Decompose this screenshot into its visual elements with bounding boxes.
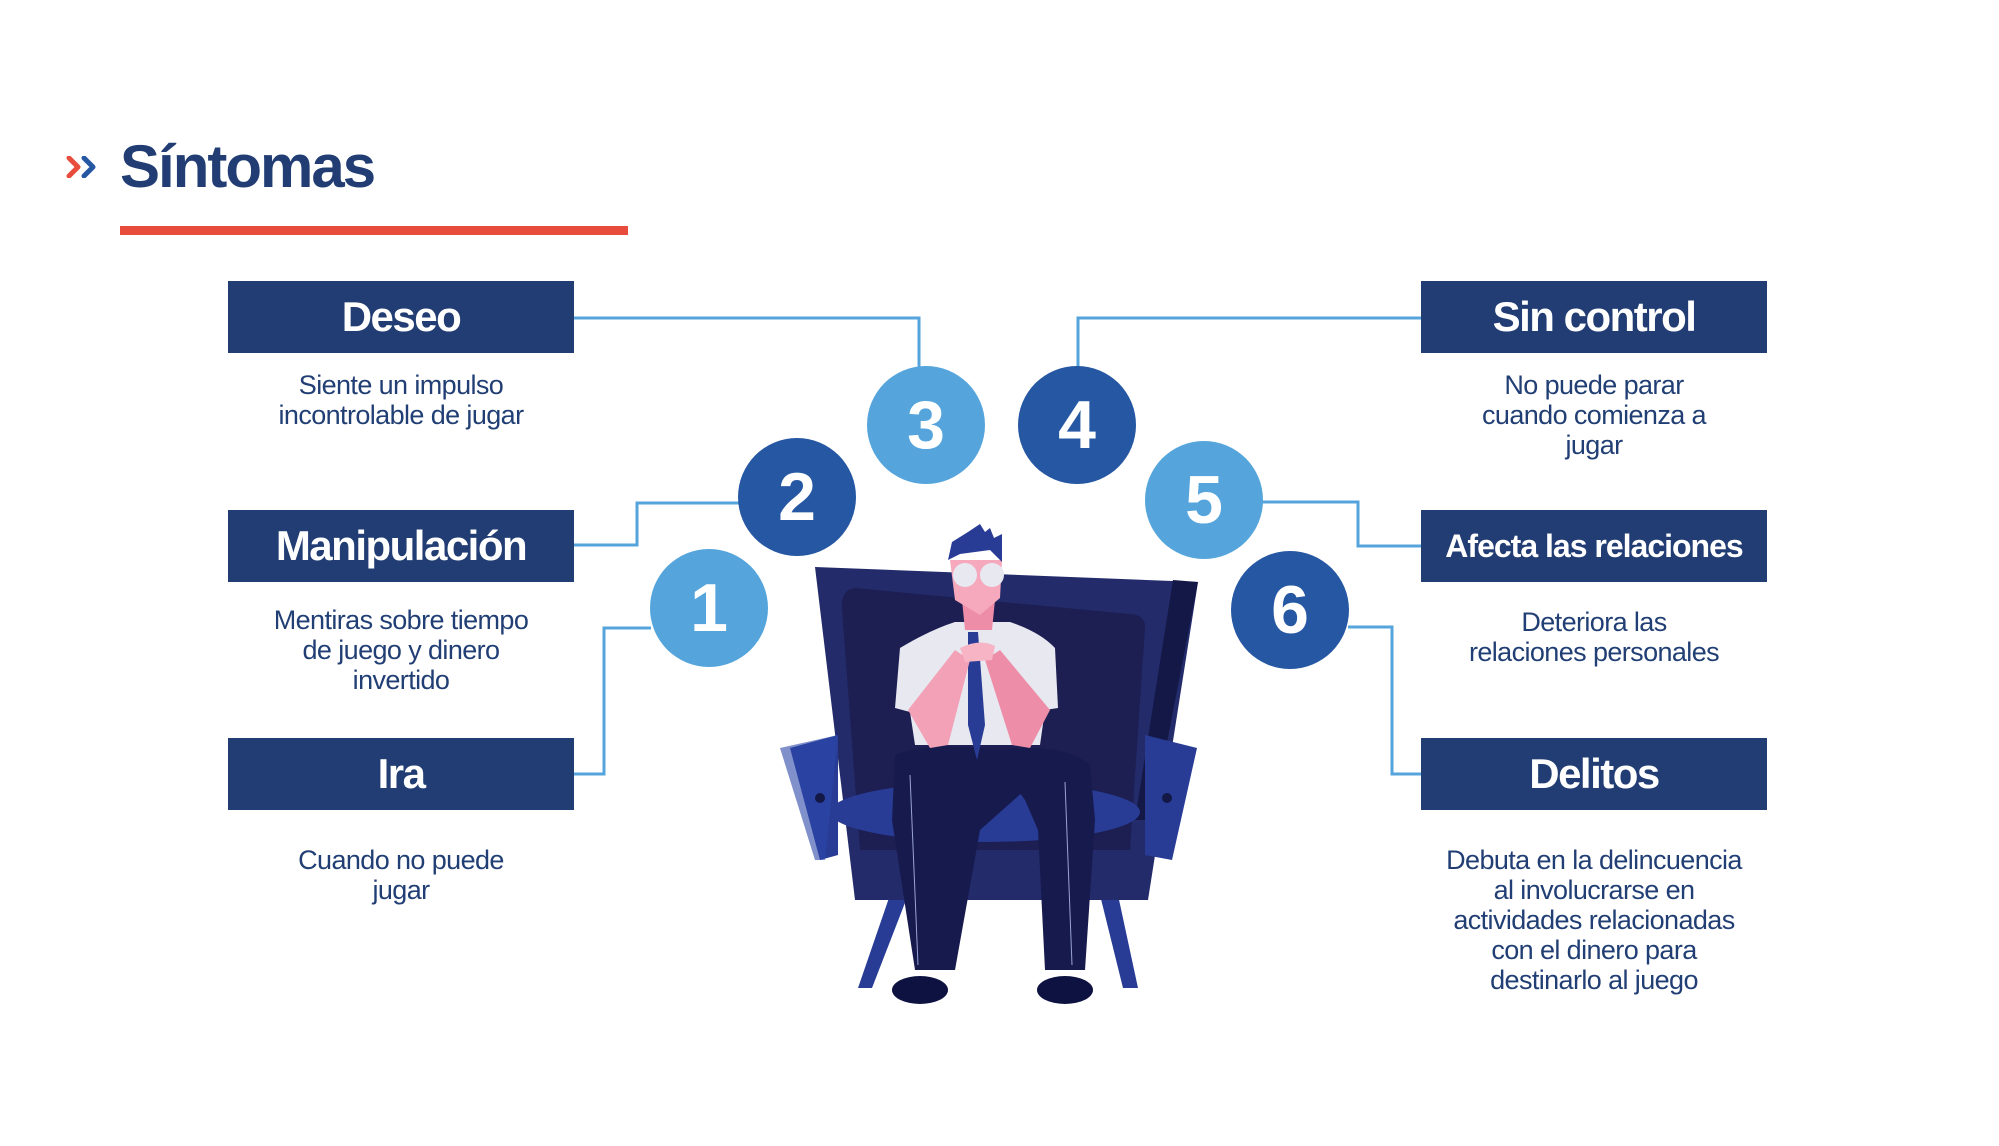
description-line: invertido	[352, 665, 450, 695]
description-line: Mentiras sobre tiempo	[273, 605, 529, 635]
description-line: relaciones personales	[1468, 637, 1720, 667]
symptom-description-afecta-relaciones: Deteriora las relaciones personales	[1421, 607, 1767, 667]
description-line: destinarlo al juego	[1490, 965, 1698, 995]
description-line: al involucrarse en	[1493, 875, 1695, 905]
description-line: jugar	[1565, 430, 1623, 460]
description-line: No puede parar	[1504, 370, 1684, 400]
description-line: actividades relacionadas	[1453, 905, 1735, 935]
description-line: Siente un impulso	[298, 370, 504, 400]
number-badge-3: 3	[867, 366, 985, 484]
number-badge-2: 2	[738, 438, 856, 556]
description-line: Debuta en la delincuencia	[1446, 845, 1742, 875]
symptom-title-sin-control: Sin control	[1421, 281, 1767, 353]
description-line: Cuando no puede	[298, 845, 504, 875]
description-line: de juego y dinero	[302, 635, 501, 665]
symptom-title-deseo: Deseo	[228, 281, 574, 353]
symptom-title-afecta-relaciones: Afecta las relaciones	[1421, 510, 1767, 582]
symptom-description-deseo: Siente un impulso incontrolable de jugar	[228, 370, 574, 430]
symptom-description-delitos: Debuta en la delincuencia al involucrars…	[1421, 845, 1767, 995]
description-line: Deteriora las	[1521, 607, 1667, 637]
symptom-description-manipulacion: Mentiras sobre tiempo de juego y dinero …	[228, 605, 574, 695]
symptom-title-manipulacion: Manipulación	[228, 510, 574, 582]
description-line: incontrolable de jugar	[278, 400, 525, 430]
description-line: con el dinero para	[1491, 935, 1697, 965]
symptom-title-ira: Ira	[228, 738, 574, 810]
title-underline	[120, 226, 628, 235]
page-title: Síntomas	[120, 133, 376, 200]
symptom-title-delitos: Delitos	[1421, 738, 1767, 810]
symptom-description-sin-control: No puede parar cuando comienza a jugar	[1421, 370, 1767, 460]
description-line: cuando comienza a	[1482, 400, 1707, 430]
number-badge-1: 1	[650, 549, 768, 667]
number-badge-6: 6	[1231, 551, 1349, 669]
description-line: jugar	[372, 875, 430, 905]
number-badge-5: 5	[1145, 441, 1263, 559]
number-badge-4: 4	[1018, 366, 1136, 484]
man-sitting-in-armchair-illustration	[780, 524, 1198, 1004]
symptom-description-ira: Cuando no puede jugar	[228, 845, 574, 905]
double-chevron-right-icon	[66, 156, 96, 178]
